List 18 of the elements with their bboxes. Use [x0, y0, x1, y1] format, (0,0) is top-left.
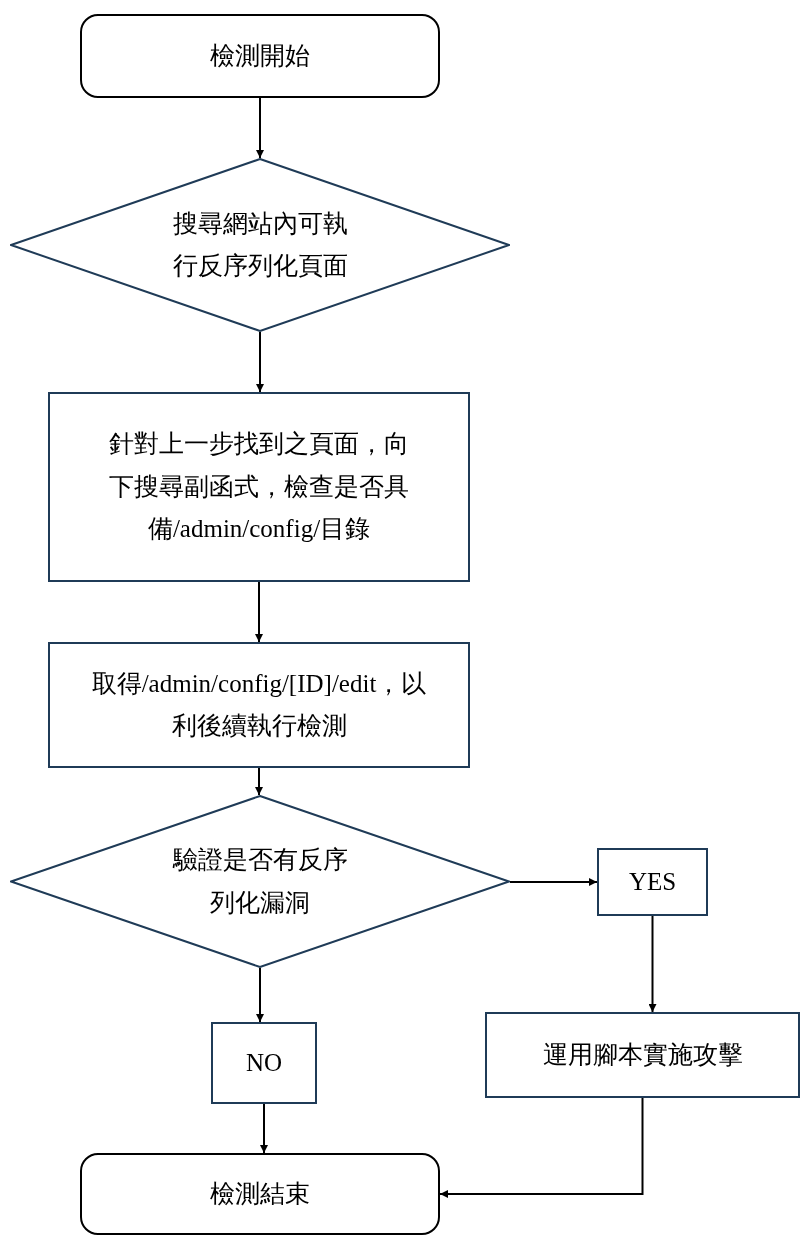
- arrow: [260, 1103, 268, 1154]
- terminal-box: 檢測開始: [80, 14, 440, 98]
- arrow: [255, 581, 263, 643]
- arrow: [648, 915, 657, 1013]
- decision-text: 搜尋網站內可執行反序列化頁面: [171, 208, 349, 281]
- process-box: YES: [597, 848, 708, 916]
- arrow: [509, 878, 598, 886]
- process-box: 運用腳本實施攻擊: [485, 1012, 800, 1098]
- arrow: [256, 331, 264, 393]
- arrow: [256, 967, 264, 1023]
- arrow: [255, 767, 263, 796]
- arrow: [439, 1097, 644, 1198]
- process-box: 取得/admin/config/[ID]/edit，以利後續執行檢測: [48, 642, 470, 768]
- process-box: NO: [211, 1022, 317, 1104]
- decision-text: 驗證是否有反序列化漏洞: [171, 845, 349, 918]
- terminal-box: 檢測結束: [80, 1153, 440, 1235]
- arrow: [256, 97, 264, 159]
- process-box: 針對上一步找到之頁面，向下搜尋副函式，檢查是否具備/admin/config/目錄: [48, 392, 470, 582]
